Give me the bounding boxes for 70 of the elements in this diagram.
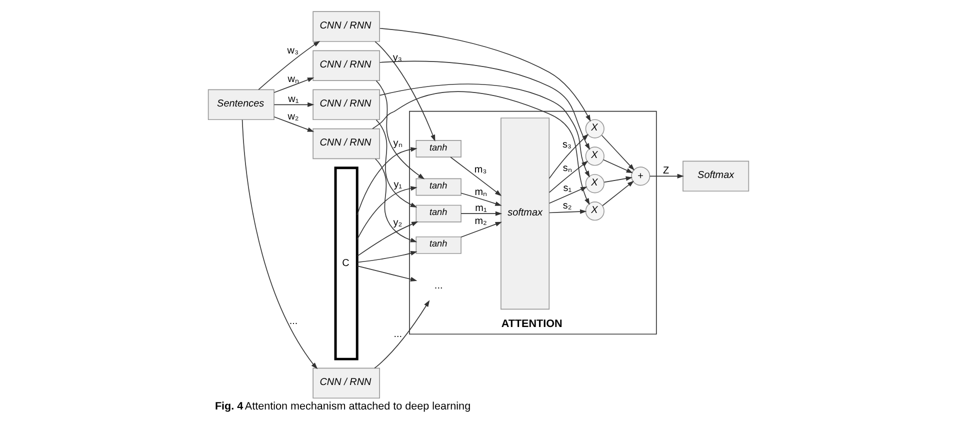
node-box: tanh [416, 236, 462, 254]
arrow [602, 159, 634, 174]
arrow [274, 77, 314, 93]
node-box: CNN / RNN [312, 50, 380, 81]
node-text: ... [434, 280, 443, 292]
arrow [356, 147, 418, 216]
node-circle: X [585, 146, 604, 166]
arrow [548, 160, 588, 193]
node-box: Softmax [682, 160, 750, 192]
node-box: C [334, 166, 358, 360]
arrow [548, 209, 587, 214]
edge-label: sₙ [562, 162, 572, 174]
arrow [602, 180, 634, 206]
arrow [376, 80, 425, 180]
node-box: CNN / RNN [312, 11, 380, 42]
edge-label: ... [289, 316, 298, 327]
arrow [356, 221, 418, 256]
node-box: Sentences [208, 89, 274, 120]
node-box: softmax [500, 118, 550, 310]
arrow [357, 250, 418, 263]
arrow [242, 119, 318, 370]
arrow [379, 28, 591, 122]
node-box: tanh [416, 204, 462, 222]
node-box: tanh [416, 140, 462, 158]
edge-label: ... [394, 329, 402, 340]
edge-label: y₁ [394, 179, 402, 190]
arrow [356, 266, 418, 282]
arrow [450, 156, 502, 196]
arrow [274, 102, 314, 108]
arrow [258, 40, 320, 90]
edge-label: y₂ [393, 218, 402, 229]
arrow [372, 91, 590, 205]
edge-label: m₁ [475, 202, 487, 214]
caption: Fig. 4 Attention mechanism attached to deep learning [214, 400, 471, 412]
node-circle: X [585, 202, 604, 221]
edge-label: s₁ [563, 182, 572, 194]
arrow [376, 119, 418, 208]
arrow [460, 192, 502, 206]
arrow [460, 222, 502, 238]
arrow [649, 174, 684, 178]
arrow [274, 116, 314, 132]
edge-label: yₙ [393, 138, 402, 149]
node-box: tanh [416, 178, 462, 196]
arrow [460, 211, 502, 216]
edge-label: mₙ [474, 186, 488, 198]
edge-label: wₙ [288, 74, 299, 85]
node-circle: + [631, 166, 650, 186]
arrow [548, 134, 589, 179]
edge-label: w₂ [288, 111, 299, 122]
node-box: CNN / RNN [312, 89, 380, 120]
arrow [374, 41, 436, 142]
edge-label: s₂ [562, 200, 572, 212]
arrow [374, 158, 418, 242]
arrow [379, 84, 590, 178]
edge-label: Z [663, 165, 670, 176]
node-box: CNN / RNN [312, 128, 380, 160]
node-circle: X [585, 119, 604, 138]
node-circle: X [585, 174, 604, 194]
edge-label: s₃ [562, 140, 572, 151]
node-box: CNN / RNN [312, 368, 380, 399]
arrow [356, 186, 418, 240]
edge-label: w₃ [287, 46, 299, 57]
arrow [604, 176, 633, 183]
edge-label: m₂ [474, 216, 487, 228]
edge-label: w₁ [288, 94, 299, 105]
arrow [379, 60, 590, 150]
edge-label: m₃ [474, 164, 487, 176]
arrow [548, 186, 588, 204]
arrow [601, 134, 635, 171]
arrow [374, 300, 430, 368]
